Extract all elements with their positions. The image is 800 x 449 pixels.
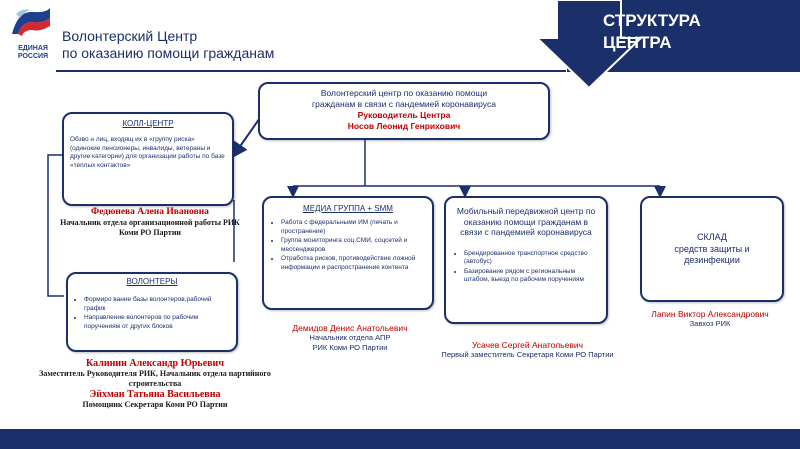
volunteers-person2-role: Помощник Секретаря Коми РО Партии bbox=[82, 400, 228, 409]
list-item: Направление волонтеров по рабочим поруче… bbox=[84, 314, 230, 331]
call-center-box: КОЛЛ-ЦЕНТР Обзво н лиц, входящ их в «гру… bbox=[62, 112, 234, 206]
list-item: Группа мониторинга соц.СМИ, соцсетей и м… bbox=[281, 237, 425, 254]
volunteers-person1-name: Калинин Александр Юрьевич bbox=[86, 358, 224, 369]
mobile-center-list: Брендированное транспортное средство (ав… bbox=[454, 250, 598, 285]
list-item: Формиро вание базы волонтеров,рабочий гр… bbox=[84, 296, 230, 313]
structure-title-line2: ЦЕНТРА bbox=[603, 33, 672, 52]
media-person-role2: РИК Коми РО Партии bbox=[312, 342, 388, 352]
media-group-title: МЕДИА ГРУППА + SMM bbox=[303, 204, 393, 213]
party-logo bbox=[8, 4, 54, 62]
list-item: Базирование рядом с региональным штабом,… bbox=[464, 268, 598, 285]
call-center-person-name: Федюнева Алена Ивановна bbox=[91, 207, 209, 217]
center-name-line1: Волонтерский центр по оказанию помощи bbox=[320, 88, 488, 98]
media-person-role1: Начальник отдела АПР bbox=[309, 333, 391, 342]
center-name-line2: гражданам в связи с пандемией коронавиру… bbox=[312, 99, 496, 109]
mobile-center-title: Мобильный передвижной центр по оказанию … bbox=[456, 206, 596, 237]
volunteers-persons: Калинин Александр Юрьевич Заместитель Ру… bbox=[30, 358, 280, 410]
warehouse-box: СКЛАД средств защиты и дезинфекции bbox=[640, 196, 784, 302]
structure-title-line1: СТРУКТУРА bbox=[603, 11, 701, 30]
structure-title: СТРУКТУРА ЦЕНТРА bbox=[603, 10, 701, 54]
mobile-center-box: Мобильный передвижной центр по оказанию … bbox=[444, 196, 608, 324]
warehouse-person-name: Лапин Виктор Александрович bbox=[651, 309, 769, 319]
page-title-line1: Волонтерский Центр bbox=[62, 28, 198, 44]
list-item: Работа с федеральными ИМ (печать и прост… bbox=[281, 219, 425, 236]
center-leadership-box: Волонтерский центр по оказанию помощи гр… bbox=[258, 82, 550, 140]
call-center-person-role: Начальник отдела организационной работы … bbox=[60, 218, 240, 237]
volunteers-person2-name: Эйхман Татьяна Васильевна bbox=[89, 389, 221, 400]
volunteers-person1-role: Заместитель Руководителя РИК, Начальник … bbox=[39, 369, 271, 388]
volunteers-box: ВОЛОНТЕРЫ Формиро вание базы волонтеров,… bbox=[66, 272, 238, 352]
call-center-title: КОЛЛ-ЦЕНТР bbox=[122, 119, 174, 128]
down-arrow-icon bbox=[535, 0, 644, 90]
warehouse-title: СКЛАД средств защиты и дезинфекции bbox=[674, 232, 750, 265]
warehouse-person: Лапин Виктор Александрович Завхоз РИК bbox=[620, 309, 800, 329]
footer-bar bbox=[0, 429, 800, 449]
media-group-person: Демидов Денис Анатольевич Начальник отде… bbox=[250, 323, 450, 352]
list-item: Отработка рисков, противодействие ложной… bbox=[281, 255, 425, 272]
media-person-name: Демидов Денис Анатольевич bbox=[292, 323, 408, 333]
header-underline bbox=[56, 70, 566, 72]
leader-name: Носов Леонид Генрихович bbox=[347, 121, 461, 131]
mobile-person-role: Первый заместитель Секретаря Коми РО Пар… bbox=[441, 350, 614, 359]
page-title: Волонтерский Центр по оказанию помощи гр… bbox=[62, 28, 274, 62]
volunteers-title: ВОЛОНТЕРЫ bbox=[126, 277, 178, 286]
bear-flag-icon bbox=[12, 8, 50, 36]
warehouse-person-role: Завхоз РИК bbox=[689, 319, 731, 328]
media-group-list: Работа с федеральными ИМ (печать и прост… bbox=[271, 219, 425, 272]
mobile-center-person: Усачев Сергей Анатольевич Первый замести… bbox=[430, 340, 625, 360]
page-title-line2: по оказанию помощи гражданам bbox=[62, 45, 275, 61]
call-center-description: Обзво н лиц, входящ их в «группу риска» … bbox=[70, 136, 225, 169]
leader-role: Руководитель Центра bbox=[357, 110, 451, 120]
mobile-person-name: Усачев Сергей Анатольевич bbox=[471, 340, 584, 350]
media-group-box: МЕДИА ГРУППА + SMM Работа с федеральными… bbox=[262, 196, 434, 310]
call-center-person: Федюнева Алена Ивановна Начальник отдела… bbox=[50, 207, 250, 238]
list-item: Брендированное транспортное средство (ав… bbox=[464, 250, 598, 267]
logo-text: ЕДИНАЯ РОССИЯ bbox=[17, 45, 49, 60]
volunteers-list: Формиро вание базы волонтеров,рабочий гр… bbox=[74, 296, 230, 331]
